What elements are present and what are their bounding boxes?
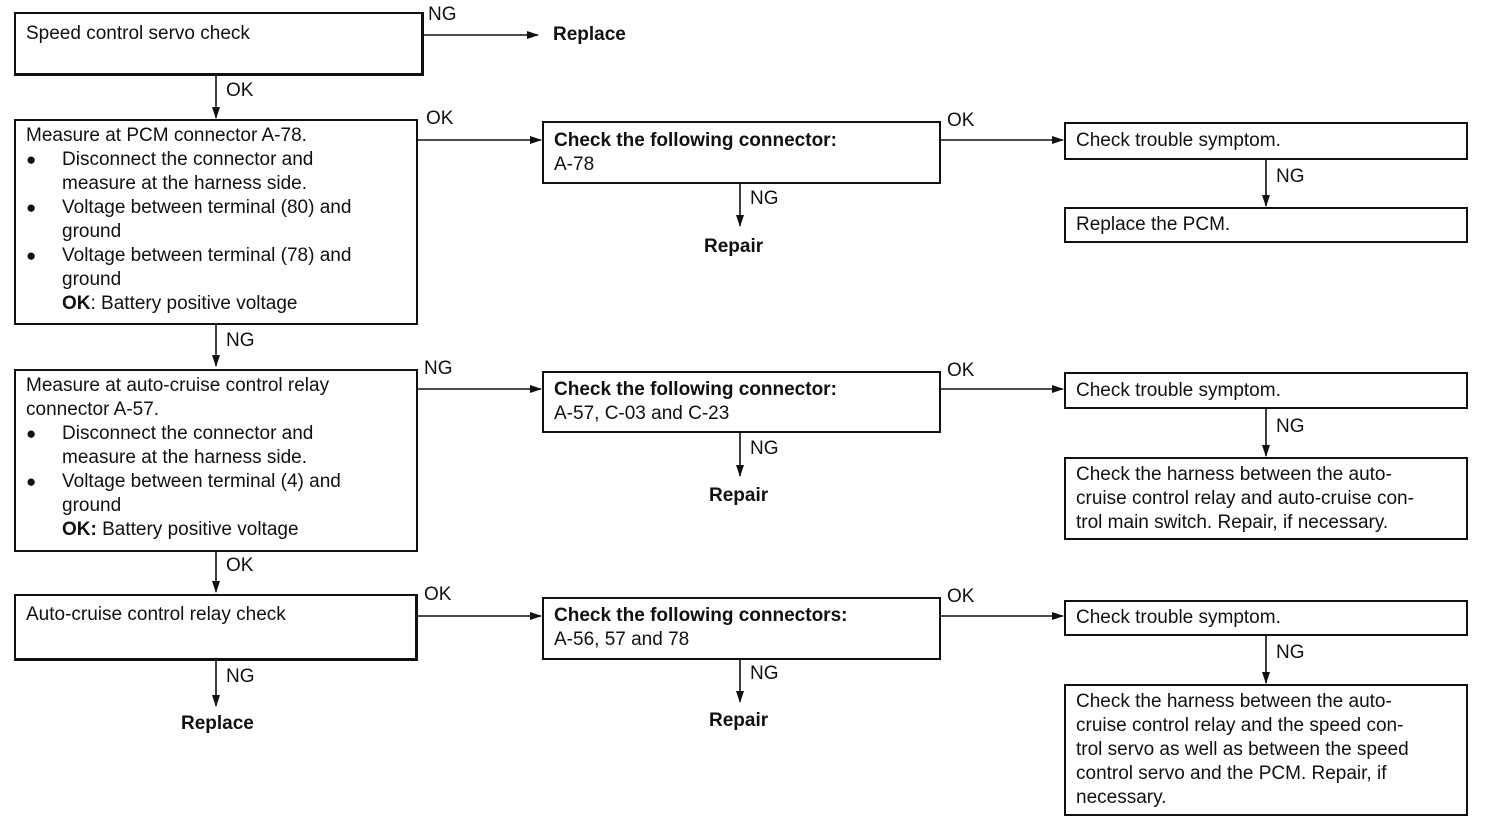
- replace-pcm-box: Replace the PCM.: [1064, 207, 1468, 243]
- label-ng: NG: [226, 666, 255, 687]
- relay-bullet-terminal-4: ● Voltage between terminal (4) and groun…: [26, 470, 406, 518]
- outcome-repair: Repair: [709, 710, 769, 731]
- harness-check-text: necessary.: [1076, 787, 1167, 808]
- outcome-repair: Repair: [704, 236, 764, 257]
- harness-check-text: trol servo as well as between the speed: [1076, 739, 1409, 760]
- connector-check-box-2: Check the following connector: A-57, C-0…: [542, 371, 941, 433]
- trouble-symptom-text: Check trouble symptom.: [1076, 380, 1281, 401]
- label-ok: OK: [226, 555, 254, 576]
- connector-check-value: A-57, C-03 and C-23: [554, 403, 730, 424]
- relay-bullet-disconnect: ● Disconnect the connector and measure a…: [26, 422, 406, 470]
- trouble-symptom-box-1: Check trouble symptom.: [1064, 122, 1468, 160]
- label-ok: OK: [947, 110, 975, 131]
- connector-check-value: A-78: [554, 154, 595, 175]
- bullet-text: measure at the harness side.: [62, 447, 308, 468]
- trouble-symptom-text: Check trouble symptom.: [1076, 607, 1281, 628]
- label-ok: OK: [947, 360, 975, 381]
- relay-measure-heading: Measure at auto-cruise control relay: [26, 375, 330, 396]
- harness-check-box-1: Check the harness between the auto- crui…: [1064, 457, 1468, 540]
- harness-check-box-2: Check the harness between the auto- crui…: [1064, 684, 1468, 816]
- bullet-text: ground: [62, 269, 122, 290]
- bullet-text: measure at the harness side.: [62, 173, 308, 194]
- pcm-bullet-terminal-80: ● Voltage between terminal (80) and grou…: [26, 196, 406, 244]
- harness-check-text: cruise control relay and auto-cruise con…: [1076, 488, 1414, 509]
- harness-check-text: cruise control relay and the speed con-: [1076, 715, 1404, 736]
- bullet-text: Voltage between terminal (78) and: [62, 245, 352, 266]
- bullet-text: ground: [62, 495, 122, 516]
- ok-criteria-label: OK: [62, 293, 91, 314]
- bullet-text: Disconnect the connector and: [62, 149, 314, 170]
- harness-check-text: control servo and the PCM. Repair, if: [1076, 763, 1387, 784]
- harness-check-text: Check the harness between the auto-: [1076, 464, 1392, 485]
- outcome-replace: Replace: [553, 24, 626, 45]
- outcome-replace: Replace: [181, 713, 254, 734]
- relay-measure-box: Measure at auto-cruise control relay con…: [14, 369, 418, 552]
- pcm-measure-heading: Measure at PCM connector A-78.: [26, 125, 307, 146]
- connector-check-title: Check the following connectors:: [554, 605, 848, 626]
- label-ok: OK: [226, 80, 254, 101]
- trouble-symptom-box-2: Check trouble symptom.: [1064, 372, 1468, 409]
- bullet-text: Voltage between terminal (80) and: [62, 197, 352, 218]
- bullet-icon: ●: [26, 150, 37, 169]
- bullet-icon: ●: [26, 424, 37, 443]
- pcm-bullet-terminal-78: ● Voltage between terminal (78) and grou…: [26, 244, 406, 292]
- label-ng: NG: [1276, 416, 1305, 437]
- relay-check-box: Auto-cruise control relay check: [14, 594, 418, 661]
- harness-check-text: Check the harness between the auto-: [1076, 691, 1392, 712]
- connector-check-box-1: Check the following connector: A-78: [542, 121, 941, 184]
- label-ng: NG: [750, 663, 779, 684]
- relay-ok-criteria: OK: Battery positive voltage: [26, 518, 406, 542]
- pcm-bullet-disconnect: ● Disconnect the connector and measure a…: [26, 148, 406, 196]
- label-ng: NG: [1276, 166, 1305, 187]
- relay-check-text: Auto-cruise control relay check: [26, 604, 286, 625]
- trouble-symptom-box-3: Check trouble symptom.: [1064, 600, 1468, 636]
- connector-check-value: A-56, 57 and 78: [554, 629, 690, 650]
- bullet-icon: ●: [26, 246, 37, 265]
- bullet-icon: ●: [26, 198, 37, 217]
- replace-pcm-text: Replace the PCM.: [1076, 214, 1231, 235]
- ok-criteria-label: OK:: [62, 519, 97, 540]
- bullet-text: ground: [62, 221, 122, 242]
- bullet-icon: ●: [26, 472, 37, 491]
- label-ng: NG: [750, 188, 779, 209]
- connector-check-title: Check the following connector:: [554, 379, 837, 400]
- trouble-symptom-text: Check trouble symptom.: [1076, 130, 1281, 151]
- label-ok: OK: [947, 586, 975, 607]
- label-ng: NG: [428, 4, 457, 25]
- servo-check-box: Speed control servo check: [14, 12, 424, 76]
- label-ok: OK: [424, 584, 452, 605]
- label-ng: NG: [750, 438, 779, 459]
- outcome-repair: Repair: [709, 485, 769, 506]
- label-ok: OK: [426, 108, 454, 129]
- pcm-ok-criteria: OK: Battery positive voltage: [26, 292, 406, 316]
- label-ng: NG: [226, 330, 255, 351]
- label-ng: NG: [424, 358, 453, 379]
- bullet-text: Disconnect the connector and: [62, 423, 314, 444]
- ok-criteria-text: : Battery positive voltage: [90, 293, 298, 314]
- connector-check-title: Check the following connector:: [554, 130, 837, 151]
- pcm-measure-box: Measure at PCM connector A-78. ● Disconn…: [14, 119, 418, 325]
- harness-check-text: trol main switch. Repair, if necessary.: [1076, 512, 1389, 533]
- relay-measure-heading-2: connector A-57.: [26, 399, 160, 420]
- ok-criteria-text: Battery positive voltage: [96, 519, 299, 540]
- bullet-text: Voltage between terminal (4) and: [62, 471, 341, 492]
- connector-check-box-3: Check the following connectors: A-56, 57…: [542, 597, 941, 660]
- servo-check-text: Speed control servo check: [26, 23, 250, 44]
- label-ng: NG: [1276, 642, 1305, 663]
